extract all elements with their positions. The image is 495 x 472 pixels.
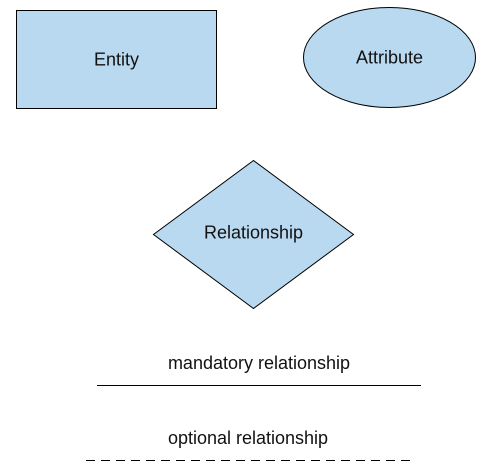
optional-relationship-label: optional relationship (168, 428, 328, 448)
attribute-ellipse (303, 7, 476, 108)
entity-rectangle (16, 10, 217, 109)
optional-relationship-group: optional relationship (86, 428, 412, 461)
relationship-label: Relationship (204, 223, 303, 243)
mandatory-relationship-group: mandatory relationship (97, 353, 421, 386)
attribute-label: Attribute (356, 48, 423, 68)
relationship-shape-group: Relationship (152, 159, 355, 310)
relationship-diamond (152, 159, 355, 310)
attribute-shape-group: Attribute (303, 7, 476, 108)
entity-label: Entity (94, 50, 139, 70)
entity-shape-group: Entity (16, 10, 217, 109)
mandatory-relationship-label: mandatory relationship (168, 353, 350, 373)
